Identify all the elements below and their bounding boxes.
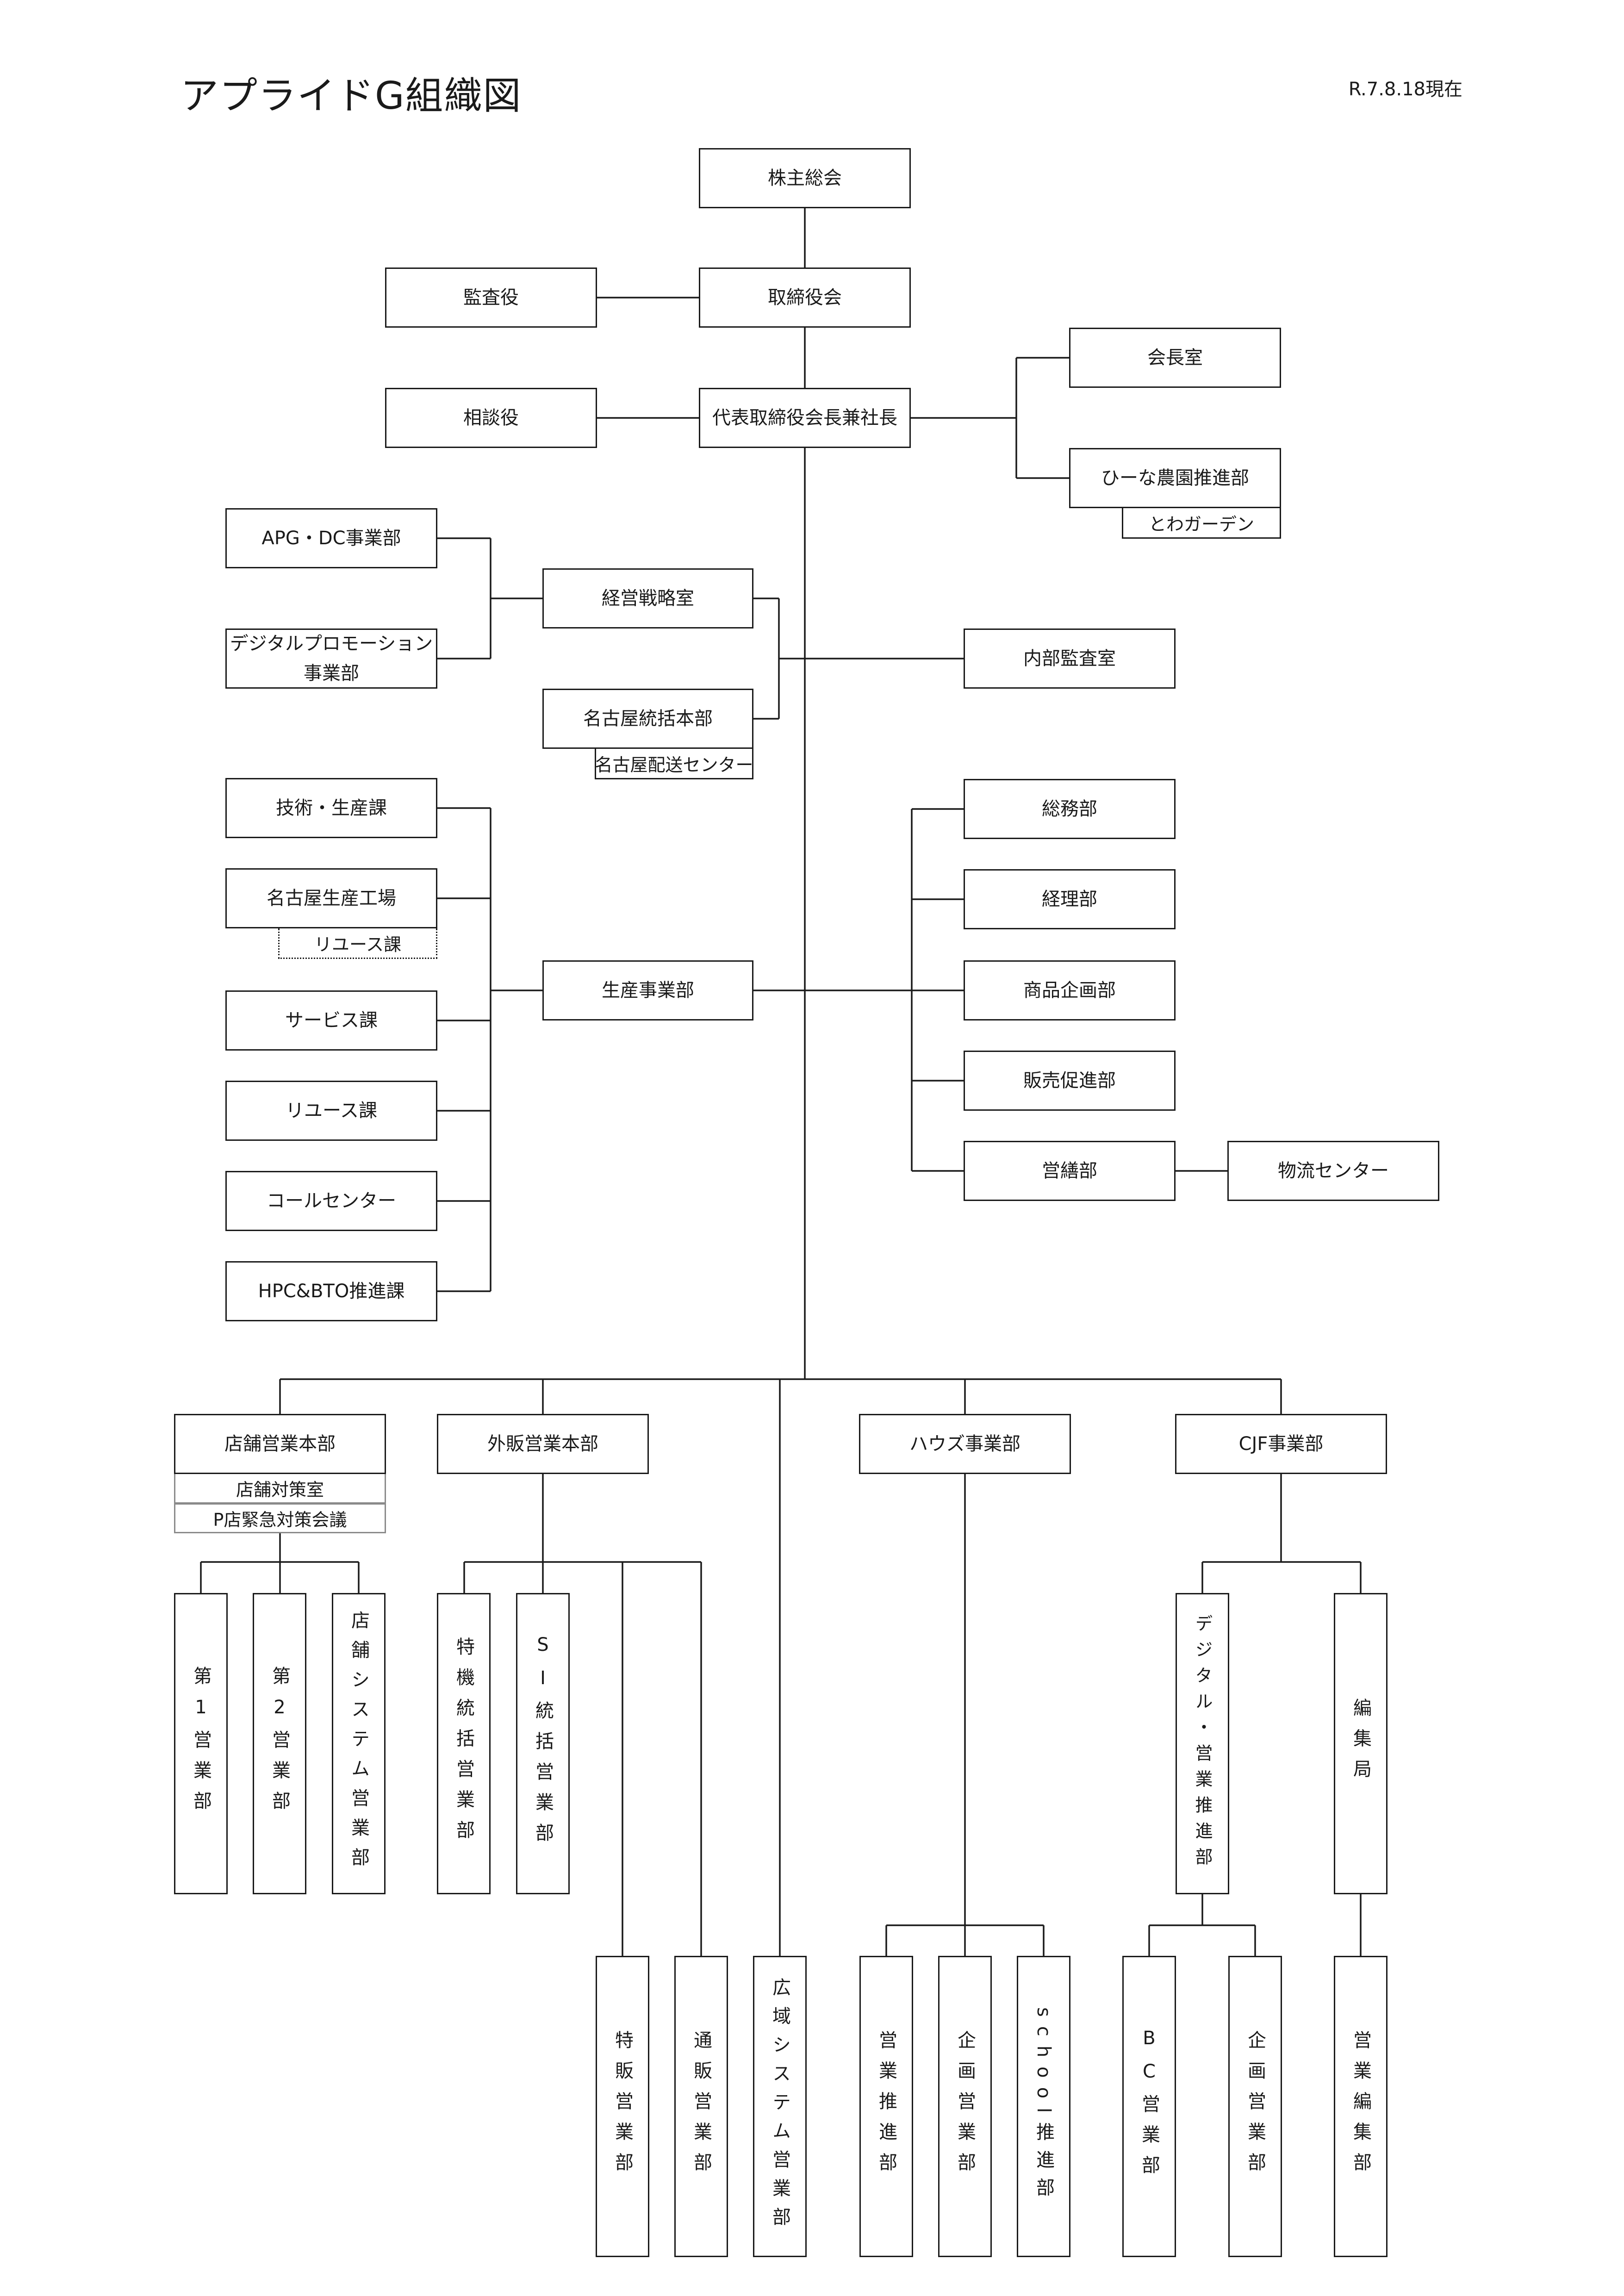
page-title: アプライドG組織図 — [180, 74, 522, 118]
node-facilities: 営繕部 — [964, 1141, 1176, 1201]
node-mail-order: 通販営業部 — [674, 1956, 728, 2257]
node-service: サービス課 — [225, 990, 437, 1051]
node-hpc-bto: HPC&BTO推進課 — [225, 1261, 437, 1321]
node-shareholders: 株主総会 — [699, 148, 911, 208]
node-chairman-office: 会長室 — [1069, 328, 1281, 388]
node-sales2: 第2営業部 — [253, 1593, 306, 1894]
node-si: SI統括営業部 — [516, 1593, 570, 1894]
node-sales1: 第1営業部 — [174, 1593, 228, 1894]
node-reuse: リユース課 — [225, 1081, 437, 1141]
node-nagoya-hq: 名古屋統括本部 — [542, 689, 753, 749]
node-accounting: 経理部 — [964, 869, 1176, 929]
node-towa-garden: とわガーデン — [1122, 508, 1281, 539]
node-external-sales-hq: 外販営業本部 — [437, 1414, 649, 1474]
node-advisor: 相談役 — [385, 388, 597, 448]
node-planning-sales-cjf: 企画営業部 — [1228, 1956, 1282, 2257]
node-internal-audit: 内部監査室 — [964, 628, 1176, 689]
node-nagoya-delivery: 名古屋配送センター — [595, 749, 753, 779]
node-store-sales-hq: 店舗営業本部 — [174, 1414, 386, 1474]
node-planning-sales-house: 企画営業部 — [938, 1956, 992, 2257]
node-special-machine: 特機統括営業部 — [437, 1593, 491, 1894]
node-board: 取締役会 — [699, 268, 911, 328]
node-production-div: 生産事業部 — [542, 960, 753, 1020]
node-digital-promo: デジタルプロモーション 事業部 — [225, 628, 437, 689]
node-apg-dc: APG・DC事業部 — [225, 508, 437, 568]
node-sales-promo-house: 営業推進部 — [859, 1956, 913, 2257]
node-general-affairs: 総務部 — [964, 779, 1176, 839]
node-reuse-sub: リユース課 — [278, 928, 437, 959]
node-bc-sales: BC営業部 — [1122, 1956, 1176, 2257]
node-p-store-emergency: P店緊急対策会議 — [174, 1504, 386, 1533]
node-sales-editorial: 営業編集部 — [1334, 1956, 1388, 2257]
node-nagoya-factory: 名古屋生産工場 — [225, 868, 437, 928]
node-product-planning: 商品企画部 — [964, 960, 1176, 1020]
as-of-date: R.7.8.18現在 — [1348, 79, 1462, 100]
node-wide-area: 広域システム営業部 — [753, 1956, 807, 2257]
node-editorial: 編集局 — [1334, 1593, 1388, 1894]
node-hina-farm: ひーな農園推進部 — [1069, 448, 1281, 508]
node-tech-production: 技術・生産課 — [225, 778, 437, 838]
node-store-system: 店舗システム営業部 — [332, 1593, 386, 1894]
node-cjf-div: CJF事業部 — [1175, 1414, 1387, 1474]
node-call-center: コールセンター — [225, 1171, 437, 1231]
node-sales-promotion: 販売促進部 — [964, 1051, 1176, 1111]
node-school-promo: school推進部 — [1017, 1956, 1070, 2257]
node-logistics: 物流センター — [1227, 1141, 1439, 1201]
node-strategy: 経営戦略室 — [542, 568, 753, 628]
node-special-sales: 特販営業部 — [596, 1956, 649, 2257]
node-house-div: ハウズ事業部 — [859, 1414, 1071, 1474]
node-digital-sales-promo: デジタル・営業推進部 — [1176, 1593, 1229, 1894]
node-auditor: 監査役 — [385, 268, 597, 328]
node-store-policy: 店舗対策室 — [174, 1474, 386, 1504]
node-ceo: 代表取締役会長兼社長 — [699, 388, 911, 448]
